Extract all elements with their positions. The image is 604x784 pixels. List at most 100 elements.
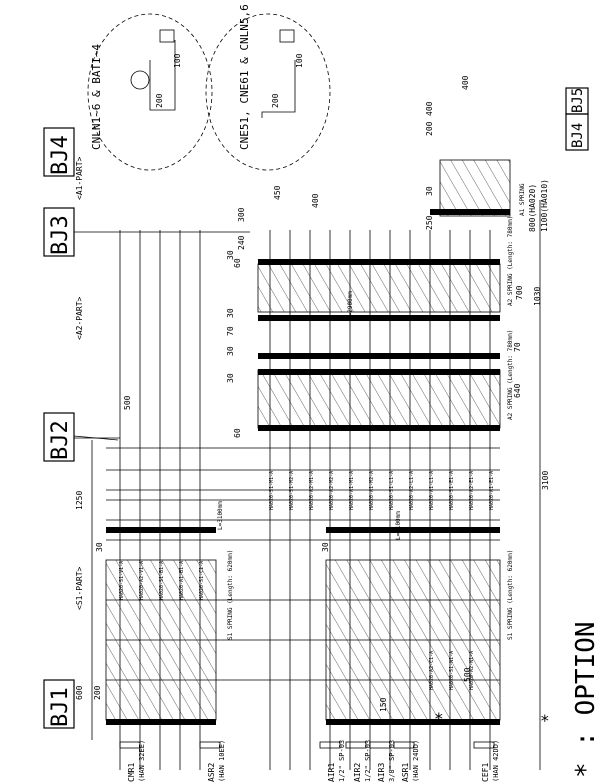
- dim-150: 150: [379, 697, 388, 712]
- hatched-panel: [257, 263, 501, 313]
- cable-label: HA020-A2-V1-A: [139, 561, 145, 600]
- bj2-label: BJ2: [48, 420, 73, 460]
- device-sub: (HAN 24DD): [412, 740, 420, 782]
- bubble-left: CNLN1~6 & BATI~4: [87, 13, 213, 171]
- cable-label: HA020-S1-V1-A: [119, 561, 125, 600]
- device-name: AIR3: [377, 763, 386, 782]
- device-connector: [119, 741, 141, 749]
- dim-500-b: 500: [463, 667, 472, 682]
- cable-label: HA020-A1-B1-A: [179, 561, 185, 600]
- cable-label: HA020-S1-B1-A: [159, 561, 165, 600]
- bj5-label: BJ5: [570, 88, 586, 113]
- dim-30-d: 30: [226, 373, 235, 383]
- length-notes: L=3100mm L=3100mm L=2900mm: [217, 291, 402, 540]
- bubble-right: CNE51, CNE61 & CNLN5,6: [205, 4, 331, 171]
- dim-30-f: 30: [321, 542, 330, 552]
- bj4-label-right: BJ4: [570, 123, 586, 148]
- dim-30-e: 30: [95, 542, 104, 552]
- busbar: [106, 719, 216, 725]
- device-connector: [345, 741, 367, 749]
- cable-label: HA020-A1-L1-A: [429, 471, 435, 510]
- device-asr2: ASR2(HAN 10EE): [199, 740, 226, 782]
- busbar: [258, 369, 500, 375]
- option-note: * : OPTION: [571, 621, 601, 778]
- spring-label-a2-bot: A2 SPRING (Length: 780mm): [507, 330, 514, 420]
- spring-label-s1-right: S1 SPRING (Length: 620mm): [507, 550, 514, 640]
- length-note-2: L=3100mm: [395, 511, 402, 540]
- cable-label: HA020-A2-M1-A: [309, 471, 315, 510]
- spring-label-s1: S1 SPRING (Length: 620mm): [227, 550, 234, 640]
- device-name: CMR1: [127, 763, 136, 782]
- busbar: [326, 527, 500, 533]
- cable-label: HA020-S1-M2-A: [289, 471, 295, 510]
- dim-30-b: 30: [226, 308, 235, 318]
- device-sub: (HAN 32EE): [138, 740, 146, 782]
- dim-400-a: 400: [311, 193, 320, 208]
- device-name: AIR2: [353, 763, 362, 782]
- dim-450: 450: [273, 185, 282, 200]
- dim-700: 700: [515, 285, 524, 300]
- hatched-panel: [257, 369, 501, 429]
- dim-400-b: 400: [425, 101, 434, 116]
- dim-640: 640: [513, 383, 522, 398]
- bottom-devices: CMR1(HAN 32EE) ASR2(HAN 10EE) AIR1 1/2" SP-…: [119, 740, 500, 782]
- device-connector: [473, 741, 495, 749]
- dim-70-b: 70: [513, 342, 522, 352]
- device-name: CEF1: [481, 763, 490, 782]
- device-sub: (HAN 10EE): [218, 740, 226, 782]
- device-connector: [393, 741, 415, 749]
- dim-30-a: 30: [226, 250, 235, 260]
- device-connector: [199, 741, 221, 749]
- length-note-1: L=3100mm: [217, 501, 224, 530]
- device-name: ASR1: [401, 763, 410, 782]
- device-sub: 1/2" SP-03: [364, 740, 372, 782]
- busbar: [258, 315, 500, 321]
- spring-label-a1: A1 SPRING: [519, 183, 526, 216]
- bj4-box-left: BJ4: [43, 127, 75, 177]
- hatched-panel: [439, 159, 511, 217]
- dim-30-c: 30: [226, 346, 235, 356]
- dim-200-b: 200: [271, 93, 280, 108]
- dim-60-top: 60: [233, 258, 242, 268]
- part-label-s1: <S1-PART>: [75, 566, 84, 610]
- bubble-right-label: CNE51, CNE61 & CNLN5,6: [238, 4, 251, 150]
- dim-100-a: 100: [173, 53, 182, 68]
- dimensions: 3100 1250 600 200 60 60 30 30 30 30 30 3…: [75, 53, 550, 770]
- device-name: ASR2: [207, 763, 216, 782]
- spring-label-a2-top: A2 SPRING (Length: 780mm): [507, 216, 514, 306]
- bubble-left-label: CNLN1~6 & BATI~4: [90, 44, 103, 150]
- cable-label: HA020-A1-E1-A: [489, 471, 495, 510]
- asterisk-mark-1: *: [434, 709, 444, 728]
- dim-250: 250: [425, 215, 434, 230]
- spring-labels: S1 SPRING (Length: 620mm) A2 SPRING (Len…: [227, 183, 526, 640]
- busbar: [430, 209, 510, 215]
- part-label-a1: <A1-PART>: [75, 156, 84, 200]
- dim-800: 800(HA020): [528, 184, 537, 232]
- dim-200-c: 200: [425, 121, 434, 136]
- dim-400-c: 400: [461, 75, 470, 90]
- cable-label: HA020-A2-C1-A: [429, 651, 435, 690]
- device-name: AIR1: [327, 763, 336, 782]
- bj4-label-left: BJ4: [48, 135, 73, 175]
- busbar: [258, 353, 500, 359]
- cable-label: HA020-A1-M1-A: [349, 471, 355, 510]
- device-connector: [319, 741, 341, 749]
- dim-600: 600: [75, 685, 84, 700]
- dim-240: 240: [237, 235, 246, 250]
- bj3-box: BJ3: [43, 207, 75, 257]
- length-note-3: L=2900mm: [347, 291, 354, 320]
- dim-30-g: 30: [425, 186, 434, 196]
- cable-label: HA020-S1-C1-A: [199, 561, 205, 600]
- part-label-a2: <A2-PART>: [75, 296, 84, 340]
- option-marks: * *: [434, 709, 550, 730]
- dim-70-a: 70: [226, 326, 235, 336]
- cable-label: HA020-A2-L1-A: [409, 471, 415, 510]
- bj3-label: BJ3: [48, 215, 73, 255]
- device-cmr1: CMR1(HAN 32EE): [119, 740, 146, 782]
- dim-60-mid: 60: [233, 428, 242, 438]
- dim-100-b: 100: [295, 53, 304, 68]
- busbar: [326, 719, 500, 725]
